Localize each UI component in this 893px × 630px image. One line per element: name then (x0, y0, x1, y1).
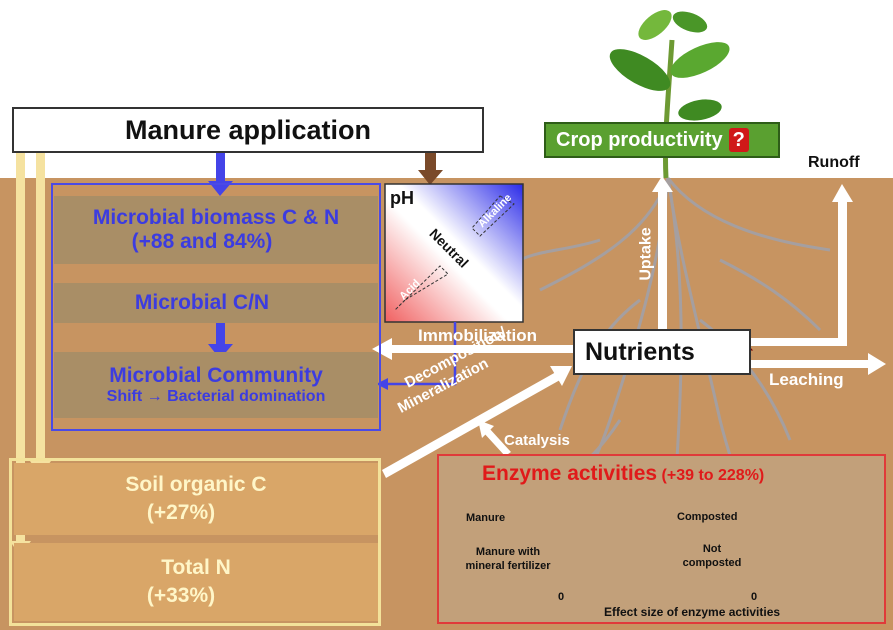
forest-label-manure: Manure (466, 512, 506, 524)
catalysis-label: Catalysis (504, 432, 570, 449)
forest-label-not-composted-l1: Not (702, 543, 722, 555)
immobilization-label: Immobilization (418, 326, 537, 345)
forest-axis-label: Effect size of enzyme activities (604, 605, 781, 619)
plant-icon (609, 10, 730, 179)
microbial-frame (51, 183, 381, 431)
nutrients-box: Nutrients (573, 329, 751, 375)
manure-application-box: Manure application (12, 107, 484, 153)
leaching-arrow (751, 353, 886, 375)
microbial-community-band: Microbial Community Shift → Bacterial do… (54, 352, 378, 418)
enzyme-title-row: Enzyme activities (+39 to 228%) (482, 462, 764, 486)
enzyme-title: Enzyme activities (482, 462, 658, 485)
ph-box (384, 183, 524, 323)
forest-label-manure-mineral-l1: Manure with (475, 546, 541, 558)
decomposition-arrow (382, 366, 572, 478)
enzyme-activities-panel (437, 454, 886, 624)
microbial-cn-band: Microbial C/N (54, 283, 378, 323)
nutrients-label: Nutrients (585, 337, 695, 366)
total-n-label: Total N (161, 555, 231, 579)
microbial-biomass-pct: (+88 and 84%) (131, 230, 273, 253)
uptake-label: Uptake (637, 227, 655, 281)
forest-label-not-composted-l2: composted (682, 557, 742, 570)
soil-properties-frame (9, 458, 381, 626)
ph-arrow (418, 153, 443, 185)
microbial-community-title: Microbial Community (109, 364, 323, 387)
forest-label-manure-mineral: Manure with mineral fertilizer (458, 545, 558, 574)
microbial-community-sub: Shift → Bacterial domination (106, 388, 326, 405)
total-n-pct: (+33%) (146, 584, 216, 607)
crop-productivity-label: Crop productivity (556, 128, 723, 151)
ph-title: pH (390, 188, 414, 208)
runoff-arrow (751, 184, 853, 346)
soil-organic-c-band: Soil organic C (+27%) (14, 463, 378, 535)
soil-organic-c-label: Soil organic C (125, 472, 267, 496)
catalysis-arrow (478, 420, 511, 456)
leaching-label: Leaching (769, 370, 844, 389)
uptake-arrow (652, 176, 673, 329)
forest-label-not-composted: Not composted (672, 542, 752, 571)
microbial-biomass-title: Microbial biomass C & N (92, 206, 340, 229)
soil-organic-c-pct: (+27%) (146, 501, 216, 524)
forest-label-manure-mineral-l2: mineral fertilizer (465, 560, 551, 573)
microbial-cn-label: Microbial C/N (134, 291, 270, 314)
enzyme-pct: (+39 to 228%) (661, 467, 765, 484)
question-icon: ? (728, 128, 749, 152)
immobilization-arrow (372, 338, 573, 360)
crop-productivity-box: Crop productivity ? (544, 122, 780, 158)
microbial-biomass-band: Microbial biomass C & N (+88 and 84%) (54, 196, 378, 264)
ph-feedback-arrow (385, 322, 457, 386)
runoff-label: Runoff (808, 154, 860, 171)
total-n-band: Total N (+33%) (14, 543, 378, 621)
forest-zero-right: 0 (751, 591, 758, 603)
forest-label-composted: Composted (677, 511, 738, 523)
forest-zero-left: 0 (558, 591, 565, 603)
